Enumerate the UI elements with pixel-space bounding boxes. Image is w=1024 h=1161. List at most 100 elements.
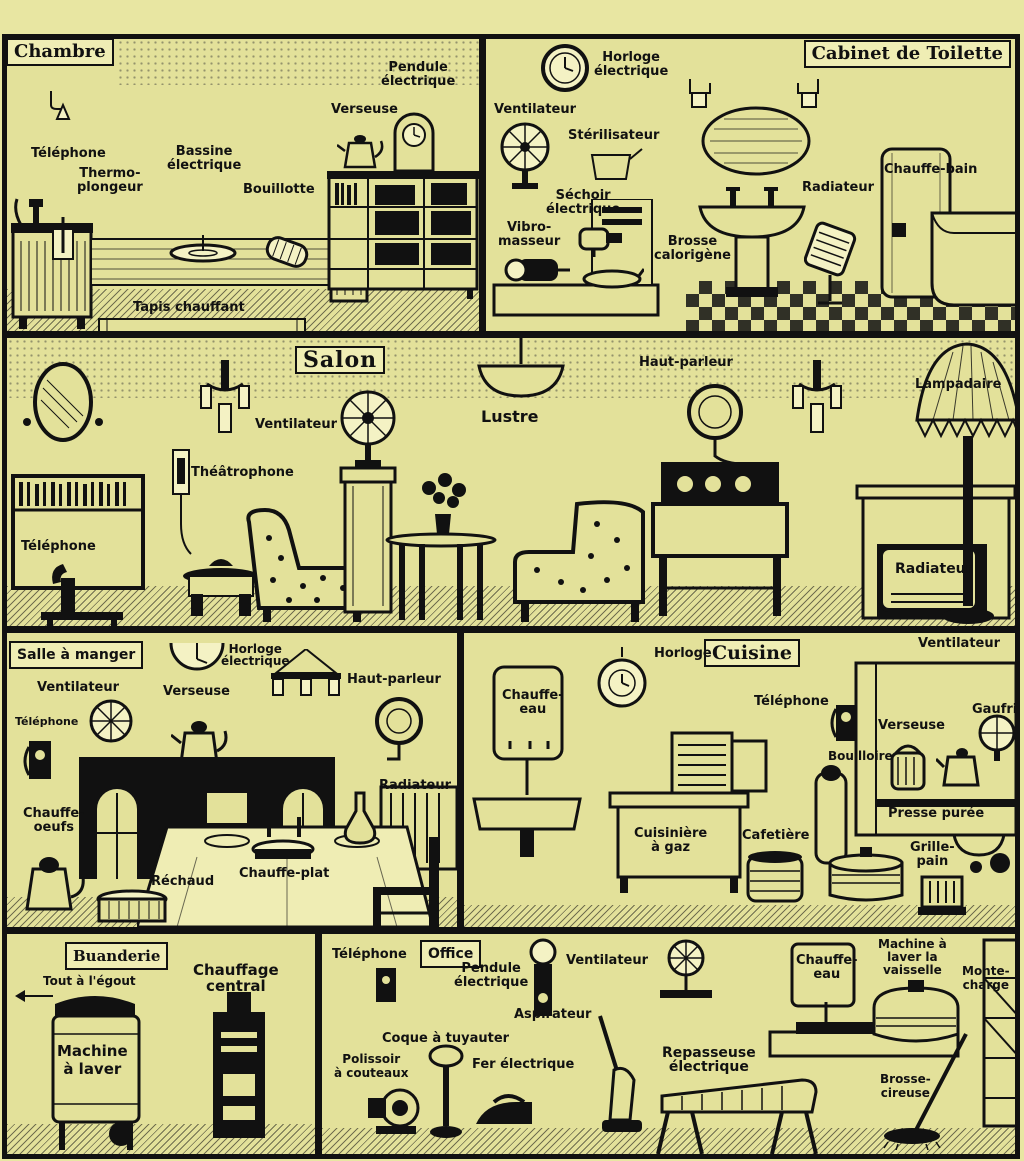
oval-mirror-icon: [21, 358, 105, 444]
label-chauffe-oeufs: Chauffe-oeufs: [23, 806, 85, 835]
label-telephone: Téléphone: [754, 694, 829, 709]
polissoir-icon: [366, 1082, 422, 1138]
label-verseuse: Verseuse: [878, 718, 945, 733]
label-telephone: Téléphone: [21, 539, 96, 554]
label-fer-electrique: Fer électrique: [472, 1057, 575, 1072]
wall-sconce-icon: [789, 358, 845, 438]
room-title-chambre: Chambre: [7, 39, 114, 66]
label-coque-a-tuyauter: Coque à tuyauter: [382, 1031, 510, 1046]
label-horloge: Horloge: [654, 646, 712, 661]
ventilateur-fan-icon: [976, 713, 1015, 763]
room-cuisine: Cuisine: [459, 628, 1020, 932]
room-chambre: Chambre: [2, 34, 484, 336]
telephone-wall-icon: [372, 966, 400, 1006]
monte-charge-shelves-icon: [982, 938, 1015, 1128]
label-radiateur: Radiateur: [895, 561, 973, 577]
chair-icon: [369, 833, 455, 927]
wall-lamp-icon: [45, 87, 79, 127]
grille-pain-icon: [916, 871, 968, 917]
room-title-office: Office: [420, 940, 482, 968]
room-salon: Salon: [2, 333, 1020, 631]
horloge-electrique-icon: [540, 43, 590, 93]
armchair-icon: [243, 508, 373, 626]
drain-arrow-icon: [13, 988, 53, 1004]
label-chauffe-eau: Chauffe-eau: [796, 953, 858, 982]
label-monte-charge: Monte-charge: [962, 964, 1010, 992]
room-title-salle-a-manger: Salle à manger: [9, 641, 144, 669]
haut-parleur-icon: [373, 695, 427, 761]
fer-electrique-iron-icon: [472, 1090, 536, 1132]
label-sterilisateur: Stérilisateur: [568, 128, 660, 143]
label-verseuse: Verseuse: [163, 684, 230, 699]
armchair-icon: [507, 500, 649, 626]
chauffe-eau-boiler-icon: [788, 940, 858, 1010]
label-thermo-plongeur: Thermo-plongeur: [77, 166, 143, 195]
telephone-icon: [828, 701, 862, 745]
radio-cabinet-icon: [651, 460, 791, 620]
lave-vaisselle-icon: [868, 978, 966, 1050]
room-title-buanderie: Buanderie: [65, 942, 169, 970]
telephone-icon: [37, 560, 127, 626]
room-office: Office: [317, 929, 1020, 1159]
pendule-electrique-icon: [526, 938, 560, 1018]
wall-lamp-icon: [686, 77, 716, 111]
floor-hatching: [7, 586, 1015, 626]
label-ventilateur: Ventilateur: [255, 417, 338, 432]
label-haut-parleur: Haut-parleur: [347, 672, 441, 687]
label-tapis-chauffant: Tapis chauffant: [133, 300, 245, 315]
bassine-electrique-icon: [167, 235, 239, 263]
oven-icon: [670, 731, 770, 811]
label-rechaud: Réchaud: [151, 874, 215, 889]
room-title-cabinet-de-toilette: Cabinet de Toilette: [803, 40, 1011, 68]
room-title-salon: Salon: [295, 346, 386, 374]
label-cafetiere: Cafetière: [742, 828, 810, 843]
label-theatrophone: Théâtrophone: [191, 465, 294, 480]
cooking-pot-icon: [824, 841, 908, 905]
flower-vase-icon: [411, 472, 475, 536]
sechoir-electrique-icon: [576, 223, 624, 257]
washbasin-icon: [696, 185, 808, 299]
wall-lamp-icon: [792, 77, 822, 111]
chandelier-icon: [269, 649, 343, 699]
wallpaper-pattern: [117, 39, 479, 85]
label-chauffe-bain: Chauffe-bain: [884, 162, 978, 177]
label-radiateur: Radiateur: [802, 180, 875, 195]
label-presse-puree: Presse purée: [888, 806, 985, 821]
label-radiateur: Radiateur: [379, 778, 452, 793]
label-tout-a-l-egout: Tout à l'égout: [43, 974, 136, 988]
bookcase-icon: [11, 468, 147, 598]
chauffage-central-furnace-icon: [207, 992, 271, 1142]
label-haut-parleur: Haut-parleur: [639, 355, 733, 370]
verseuse-kettle-icon: [936, 737, 990, 789]
label-bouilloire: Bouilloire: [828, 749, 893, 763]
vibromasseur-icon: [504, 253, 570, 287]
label-ventilateur: Ventilateur: [494, 102, 577, 117]
side-table-icon: [385, 532, 497, 622]
carafe-icon: [343, 789, 377, 845]
pedestal-icon: [337, 466, 399, 616]
label-chauffe-eau: Chauffe-eau: [502, 688, 564, 717]
repasseuse-ironing-machine-icon: [652, 1076, 822, 1154]
coque-a-tuyauter-icon: [426, 1044, 466, 1140]
sterilisateur-icon: [590, 143, 646, 183]
label-lampadaire: Lampadaire: [915, 377, 1002, 392]
bookcase-icon: [327, 171, 479, 301]
floor-hatching: [464, 905, 1015, 927]
lampadaire-floor-lamp-icon: [913, 340, 1015, 626]
sink-icon: [472, 759, 582, 859]
label-lustre: Lustre: [481, 407, 539, 426]
verseuse-teapot-icon: [171, 707, 231, 767]
label-grille-pain: Grille-pain: [910, 840, 955, 869]
ventilateur-fan-icon: [337, 390, 399, 472]
